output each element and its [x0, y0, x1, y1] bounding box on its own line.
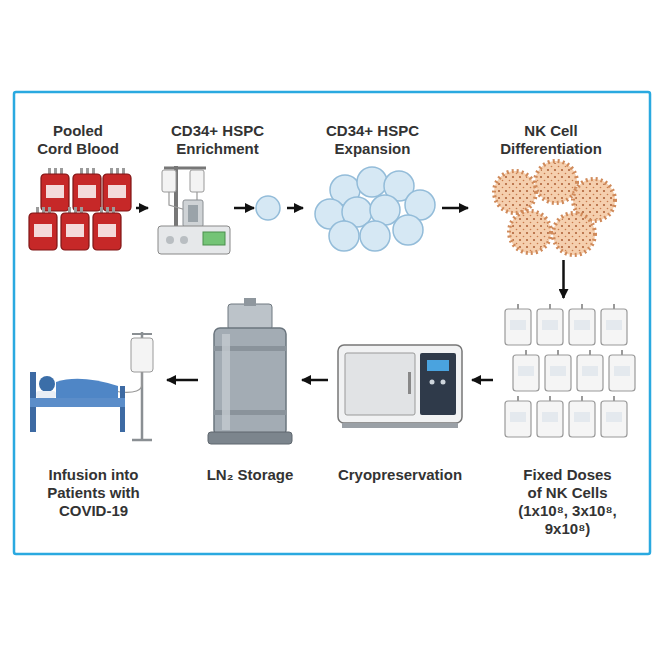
dose-bag: [569, 304, 595, 345]
dose-bag: [505, 396, 531, 437]
process-step: LN₂ Storage: [200, 300, 300, 484]
flow-arrow: [442, 207, 468, 210]
dose-bag: [545, 350, 571, 391]
step-label: CD34+ HSPC Enrichment: [162, 122, 274, 158]
dose-bag: [601, 304, 627, 345]
process-step: NK Cell Differentiation: [470, 100, 632, 258]
step-label: Fixed Doses of NK Cells (1x10⁸, 3x10⁸, 9…: [518, 466, 618, 538]
frame: [14, 92, 650, 554]
process-step: Fixed Doses of NK Cells (1x10⁸, 3x10⁸, 9…: [495, 300, 640, 538]
flow-arrow: [287, 207, 303, 210]
dose-bag: [537, 304, 563, 345]
flow-arrow: [562, 260, 565, 298]
flow-arrow: [302, 379, 328, 382]
flow-arrow: [472, 379, 493, 382]
process-step: Pooled Cord Blood: [22, 100, 134, 258]
ln2-tank: [208, 298, 292, 444]
hspc-cluster: [315, 167, 435, 251]
hspc-cell: [256, 196, 280, 220]
process-step: CD34+ HSPC Expansion: [305, 100, 440, 258]
process-step: Cryopreservation: [330, 300, 470, 484]
process-step: Infusion into Patients with COVID-19: [22, 300, 165, 520]
flow-arrow: [167, 379, 198, 382]
step-label: Cryopreservation: [338, 466, 462, 484]
dose-bag: [513, 350, 539, 391]
step-label: Infusion into Patients with COVID-19: [41, 466, 147, 520]
dose-bag: [577, 350, 603, 391]
process-step: CD34+ HSPC Enrichment: [150, 100, 285, 258]
process-arrow: [234, 207, 254, 210]
step-label: Pooled Cord Blood: [35, 122, 121, 158]
dose-bags: [505, 304, 635, 437]
step-label: CD34+ HSPC Expansion: [317, 122, 429, 158]
freezer: [338, 345, 462, 428]
patient-infusion: [30, 332, 153, 440]
dose-bag: [569, 396, 595, 437]
nk-cells: [494, 161, 615, 255]
step-label: NK Cell Differentiation: [486, 122, 616, 158]
dose-bag: [609, 350, 635, 391]
step-label: LN₂ Storage: [207, 466, 294, 484]
dose-bag: [505, 304, 531, 345]
dose-bag: [537, 396, 563, 437]
dose-bag: [601, 396, 627, 437]
flow-arrow: [136, 207, 148, 210]
enrichment-instrument: [158, 166, 230, 254]
blood-bags: [29, 168, 131, 250]
